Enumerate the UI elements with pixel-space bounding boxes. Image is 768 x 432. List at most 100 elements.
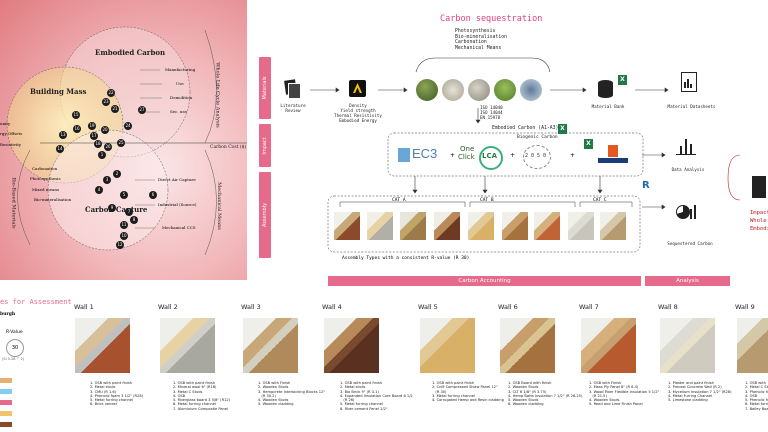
venn-number: 23 <box>102 98 110 106</box>
wall-spec-list: 1. OSB with paint finish 2. Metal studs … <box>340 381 413 411</box>
tab-assembly: Assembly <box>259 172 271 258</box>
venn-number: 24 <box>124 122 132 130</box>
method-item: Bio-mineralisation <box>455 34 507 40</box>
assembly-thumb <box>400 212 426 240</box>
wall-render <box>160 318 215 373</box>
method-item: Mechanical Means <box>455 45 502 51</box>
venn-number: 27 <box>138 106 146 114</box>
wall-title: Wall 1 <box>74 303 94 311</box>
iso-standards: ISO 14040 ISO 14044 EN 15978 <box>480 105 510 120</box>
analysis-bar: Analysis <box>645 276 730 286</box>
excel-icon: X <box>558 124 567 134</box>
chart-icon <box>676 136 698 156</box>
legend-chip <box>0 389 12 394</box>
venn-number: 20 <box>101 126 109 134</box>
legend-chip <box>0 378 12 383</box>
property-item: Density <box>349 103 367 108</box>
wall-render <box>420 318 475 373</box>
data-analysis-label: Data Analysis <box>671 167 705 172</box>
venn-number: 6 <box>149 191 157 199</box>
wall-render <box>581 318 636 373</box>
venn-number: 3 <box>103 176 111 184</box>
cost-chart-icon <box>676 201 698 221</box>
book-stack-icon <box>284 79 301 99</box>
venn-label-bio-based: Bio-Based Materials <box>10 177 17 229</box>
property-item: Embodied Energy <box>339 118 377 123</box>
venn-label-embodied: Embodied Carbon <box>95 48 166 57</box>
assembly-thumb <box>334 212 360 240</box>
biogenic-carbon-label: Biogenic Carbon <box>517 135 558 140</box>
rvalue-sub: (SI 5.28 ^ 2) <box>2 357 25 361</box>
venn-label-whole-life: Whole Life Cycle Analysis <box>214 62 221 128</box>
wall-spec-list: 1. OSB with Finish 2. Mass Ply Panel 8" … <box>589 381 660 407</box>
venn-panel: Embodied Carbon Building Mass Carbon Cap… <box>0 0 247 280</box>
wall-spec-list: 1. OSB with paint finish 2. Metal studs … <box>90 381 144 407</box>
venn-label-carbon-capture: Carbon Capture <box>85 205 148 214</box>
assembly-thumb <box>468 212 494 240</box>
carbon-cost-label: Carbon Cost ($) <box>210 145 247 150</box>
wall-title: Wall 8 <box>658 303 678 311</box>
venn-number: 22 <box>107 89 115 97</box>
venn-right-top-3: Sec. use <box>170 109 187 114</box>
tab-impact: Impact <box>259 124 271 167</box>
venn-number: 12 <box>116 241 124 249</box>
venn-number: 18 <box>94 140 102 148</box>
venn-left-bottom-2: Mixed means <box>32 187 60 192</box>
assessment-heading: es for Assessment <box>0 298 72 306</box>
venn-left-bottom-3: Bio-mineralisation <box>34 197 72 202</box>
venn-number: 25 <box>117 139 125 147</box>
wall-title: Wall 9 <box>735 303 755 311</box>
venn-number: 13 <box>59 131 67 139</box>
database-icon <box>598 80 613 98</box>
wall-spec-list: 1. OSB with Finish 2. Wooden Studs 3. He… <box>258 381 325 407</box>
assembly-thumb <box>534 212 560 240</box>
venn-number: 21 <box>111 105 119 113</box>
assessment-sub: burgh <box>0 312 16 317</box>
assembly-caption: Assembly Types with a consistent R-value… <box>342 256 470 261</box>
ornl-logo <box>598 143 628 167</box>
building-icon <box>752 176 766 198</box>
assembly-thumbnails <box>334 210 634 240</box>
venn-right-bottom-2: Mechanical CCS <box>162 225 196 230</box>
venn-right-bottom-1: Industrial (Source) <box>158 202 197 207</box>
forest-material-image <box>416 79 438 101</box>
rvalue-badge: 30 <box>6 339 24 357</box>
wall-render <box>324 318 379 373</box>
plant-material-image <box>494 79 516 101</box>
venn-right-top-0: Manufacturing <box>165 67 196 72</box>
carbon-accounting-bar: Carbon Accounting <box>328 276 641 286</box>
venn-label-mechanical: Mechanical Means <box>215 182 222 230</box>
venn-number: 15 <box>72 111 80 119</box>
assembly-thumb <box>434 212 460 240</box>
venn-number: 17 <box>90 132 98 140</box>
cat-c-label: CAT C <box>593 198 607 203</box>
wall-title: Wall 3 <box>241 303 261 311</box>
venn-right-bottom-0: Direct Air Capture <box>158 177 196 182</box>
venn-number: 8 <box>130 216 138 224</box>
venn-number: 26 <box>104 143 112 151</box>
plus-sign: + <box>450 152 456 159</box>
tab-materials: Materials <box>259 57 271 119</box>
assembly-thumb <box>367 212 393 240</box>
venn-right-top-2: Demolition <box>170 95 193 100</box>
assembly-thumb <box>600 212 626 240</box>
venn-label-building-mass: Building Mass <box>30 87 87 96</box>
venn-number: 4 <box>95 186 103 194</box>
venn-number: 19 <box>88 122 96 130</box>
wall-title: Wall 4 <box>322 303 342 311</box>
cat-a-label: CAT A <box>392 198 406 203</box>
venn-left-cut-0: unity <box>0 121 11 126</box>
plus-sign: + <box>510 152 516 159</box>
autodesk-logo-icon <box>349 80 366 97</box>
revit-logo: R <box>642 180 650 191</box>
plus-sign: + <box>570 152 576 159</box>
venn-right-top-1: Use <box>176 81 184 86</box>
wall-title: Wall 7 <box>579 303 599 311</box>
carbon-sequestration-title: Carbon sequestration <box>440 14 543 24</box>
cat-b-label: CAT B <box>480 198 494 203</box>
wall-spec-list: 1. Plaster and paint finish 2. Precast C… <box>668 381 732 403</box>
assembly-thumb <box>568 212 594 240</box>
material-bank-label: Material Bank <box>591 104 625 109</box>
material-properties: Density Yield strength Thermal Resistivi… <box>332 103 384 123</box>
venn-number: 14 <box>56 145 64 153</box>
